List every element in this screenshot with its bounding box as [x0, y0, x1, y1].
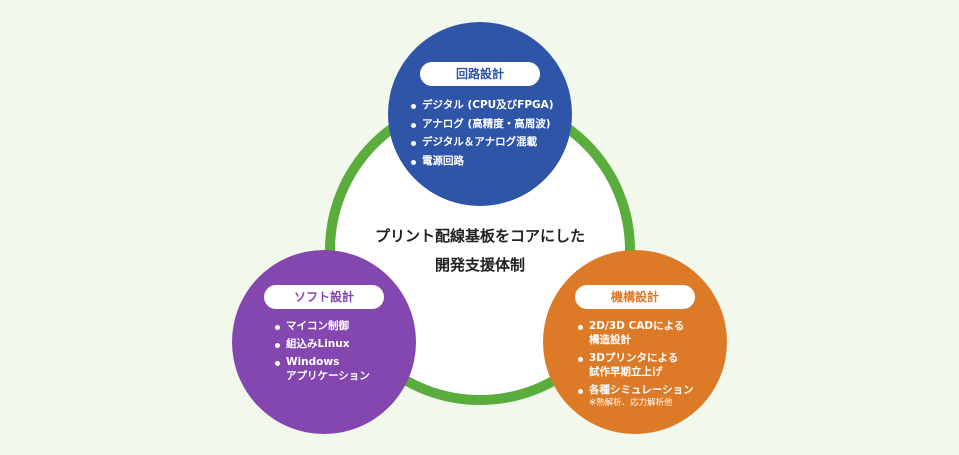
center-caption-line2: 開発支援体制 — [434, 256, 525, 274]
list-item: アナログ (高精度・高周波) — [410, 117, 570, 136]
list-item: 3Dプリンタによる 試作早期立上げ — [577, 351, 727, 379]
circuit-design-circle: 回路設計 デジタル (CPU及びFPGA) アナログ (高精度・高周波) デジタ… — [388, 22, 572, 206]
circuit-design-list: デジタル (CPU及びFPGA) アナログ (高精度・高周波) デジタル＆アナロ… — [410, 98, 570, 172]
list-item: Windows アプリケーション — [274, 355, 414, 383]
list-item: デジタル (CPU及びFPGA) — [410, 98, 570, 117]
center-caption: プリント配線基板をコアにした 開発支援体制 — [330, 222, 630, 280]
mechanical-design-title: 機構設計 — [575, 285, 695, 309]
mechanical-design-circle: 機構設計 2D/3D CADによる 構造設計 3Dプリンタによる 試作早期立上げ… — [543, 250, 727, 434]
circuit-design-title: 回路設計 — [420, 62, 540, 86]
software-design-circle: ソフト設計 マイコン制御 組込みLinux Windows アプリケーション — [232, 250, 416, 434]
list-item: 2D/3D CADによる 構造設計 — [577, 319, 727, 347]
list-item: 電源回路 — [410, 154, 570, 173]
software-design-title: ソフト設計 — [264, 285, 384, 309]
center-caption-line1: プリント配線基板をコアにした — [374, 227, 585, 245]
list-item: デジタル＆アナログ混載 — [410, 135, 570, 154]
list-item: 各種シミュレーション ※熱解析、応力解析他 — [577, 383, 727, 409]
software-design-list: マイコン制御 組込みLinux Windows アプリケーション — [274, 319, 414, 387]
list-item: 組込みLinux — [274, 337, 414, 351]
list-item: マイコン制御 — [274, 319, 414, 333]
mechanical-design-list: 2D/3D CADによる 構造設計 3Dプリンタによる 試作早期立上げ 各種シミ… — [577, 319, 727, 413]
